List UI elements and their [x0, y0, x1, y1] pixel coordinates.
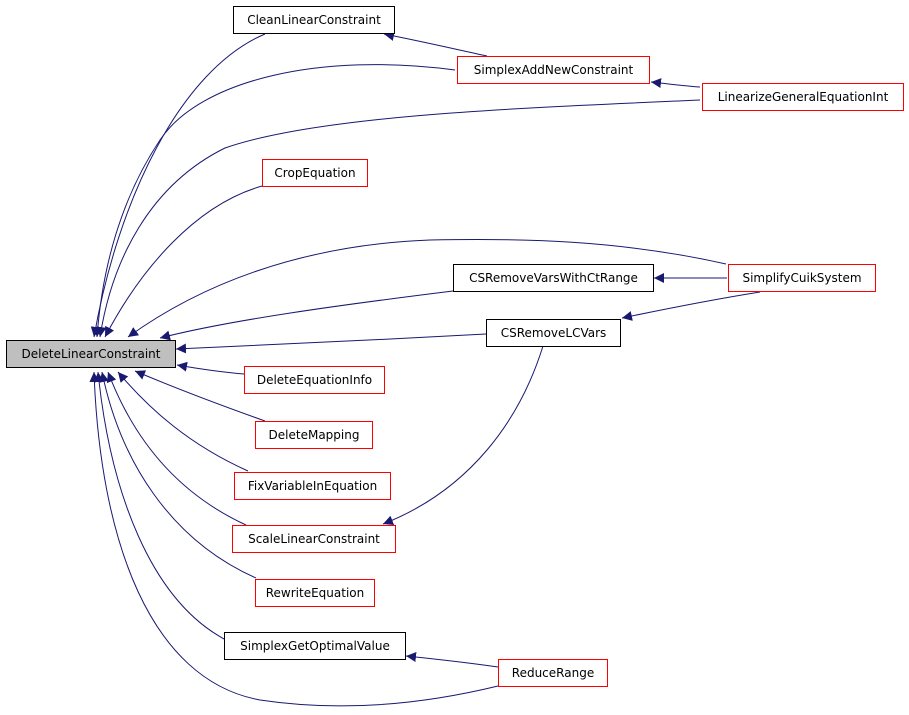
node-label: CropEquation [274, 166, 356, 180]
edge-csremovelc-to-root [175, 333, 487, 354]
node-label: CSRemoveLCVars [500, 326, 607, 340]
edge-crop-to-root [104, 185, 263, 338]
edge-csremovelc-to-scale [382, 345, 544, 526]
edge-delmapping-to-root [134, 370, 266, 422]
node-label: ScaleLinearConstraint [248, 532, 380, 546]
node-label: CSRemoveVarsWithCtRange [469, 271, 638, 285]
edge-linearize-to-root [96, 99, 701, 338]
edge-simplify-to-csremovelc [621, 291, 761, 321]
node-label: SimplexAddNewConstraint [473, 63, 634, 77]
edge-linearize-to-simplexadd [650, 78, 701, 89]
edge-rewrite-to-root [99, 371, 257, 579]
node-label: RewriteEquation [265, 586, 365, 600]
node-label: DeleteMapping [268, 428, 360, 442]
edge-reduce-to-simplexget [405, 652, 499, 668]
edge-fixvar-to-root [117, 371, 249, 472]
node-linearize-general-equation-int[interactable]: LinearizeGeneralEquationInt [702, 83, 904, 111]
edge-reduce-to-root [89, 371, 499, 707]
node-label: SimplexGetOptimalValue [240, 639, 390, 653]
node-reduce-range[interactable]: ReduceRange [498, 659, 608, 687]
edge-simplexadd-to-clean [383, 31, 488, 57]
edge-csremovevars-to-root [159, 290, 454, 341]
edge-simplify-to-root [127, 238, 727, 338]
node-cs-remove-lc-vars[interactable]: CSRemoveLCVars [486, 319, 621, 347]
node-label: CleanLinearConstraint [247, 13, 381, 27]
node-rewrite-equation[interactable]: RewriteEquation [255, 579, 375, 607]
node-simplex-add-new-constraint[interactable]: SimplexAddNewConstraint [457, 56, 650, 84]
edge-simplexadd-to-root [92, 64, 456, 338]
node-delete-equation-info[interactable]: DeleteEquationInfo [244, 366, 385, 394]
node-simplify-cuik-system[interactable]: SimplifyCuikSystem [728, 264, 876, 292]
edge-clean-to-root [90, 33, 266, 338]
node-label: DeleteLinearConstraint [21, 347, 161, 361]
node-delete-linear-constraint[interactable]: DeleteLinearConstraint [6, 340, 176, 368]
node-cs-remove-vars-with-ct-range[interactable]: CSRemoveVarsWithCtRange [453, 264, 654, 292]
node-label: FixVariableInEquation [247, 479, 378, 493]
edge-simplexget-to-root [94, 371, 227, 641]
node-fix-variable-in-equation[interactable]: FixVariableInEquation [234, 472, 391, 500]
edge-deleqinfo-to-root [176, 361, 245, 375]
node-label: DeleteEquationInfo [256, 373, 373, 387]
node-label: SimplifyCuikSystem [742, 271, 862, 285]
node-crop-equation[interactable]: CropEquation [262, 159, 368, 187]
edge-scale-to-root [106, 371, 247, 526]
node-scale-linear-constraint[interactable]: ScaleLinearConstraint [232, 525, 396, 553]
node-label: ReduceRange [511, 666, 595, 680]
node-simplex-get-optimal-value[interactable]: SimplexGetOptimalValue [224, 632, 406, 660]
node-clean-linear-constraint[interactable]: CleanLinearConstraint [233, 6, 395, 34]
node-delete-mapping[interactable]: DeleteMapping [255, 421, 373, 449]
node-label: LinearizeGeneralEquationInt [717, 90, 889, 104]
